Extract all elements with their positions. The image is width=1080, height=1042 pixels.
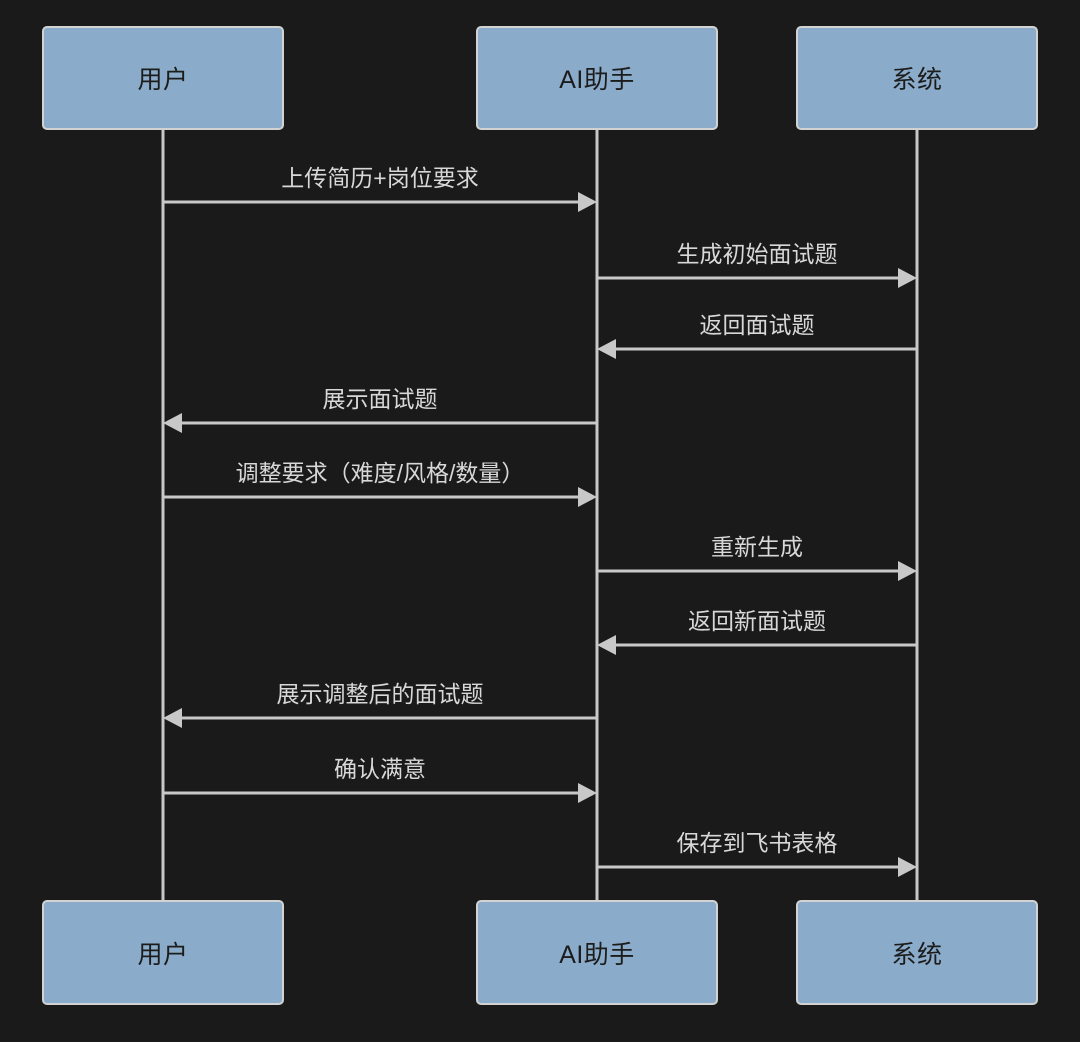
- message-label-9: 确认满意: [334, 756, 426, 782]
- arrowhead-right-icon: [898, 561, 917, 581]
- message-line-9: [163, 791, 581, 795]
- arrowhead-right-icon: [578, 487, 597, 507]
- message-line-10: [597, 865, 901, 869]
- message-line-8: [179, 716, 597, 720]
- participant-label-system: 系统: [891, 940, 943, 969]
- message-line-4: [179, 421, 597, 425]
- participant-label-assistant: AI助手: [559, 66, 635, 94]
- message-line-2: [597, 276, 901, 280]
- participant-label-user: 用户: [137, 940, 189, 969]
- message-line-7: [613, 643, 917, 647]
- arrowhead-right-icon: [578, 192, 597, 212]
- arrowhead-right-icon: [898, 268, 917, 288]
- arrowhead-right-icon: [578, 783, 597, 803]
- message-label-8: 展示调整后的面试题: [276, 681, 484, 707]
- message-label-4: 展示面试题: [322, 386, 438, 412]
- message-label-7: 返回新面试题: [688, 608, 826, 634]
- lifeline-assistant: [595, 130, 599, 900]
- participant-box-system-top[interactable]: 系统: [796, 26, 1038, 130]
- participant-box-system-bottom[interactable]: 系统: [796, 900, 1038, 1005]
- arrowhead-left-icon: [597, 635, 616, 655]
- participant-label-system: 系统: [891, 66, 943, 94]
- participant-label-user: 用户: [137, 66, 189, 94]
- lifeline-user: [161, 130, 165, 900]
- participant-box-user-top[interactable]: 用户: [42, 26, 284, 130]
- participant-box-assistant-bottom[interactable]: AI助手: [476, 900, 718, 1005]
- lifeline-system: [915, 130, 919, 900]
- message-line-1: [163, 200, 581, 204]
- participant-box-user-bottom[interactable]: 用户: [42, 900, 284, 1005]
- participant-label-assistant: AI助手: [559, 940, 635, 969]
- message-label-2: 生成初始面试题: [676, 241, 838, 267]
- message-label-10: 保存到飞书表格: [676, 830, 838, 856]
- message-label-1: 上传简历+岗位要求: [281, 165, 479, 191]
- participant-box-assistant-top[interactable]: AI助手: [476, 26, 718, 130]
- message-label-6: 重新生成: [711, 534, 803, 560]
- arrowhead-left-icon: [163, 413, 182, 433]
- message-line-6: [597, 569, 901, 573]
- arrowhead-right-icon: [898, 857, 917, 877]
- message-line-3: [613, 347, 917, 351]
- message-label-3: 返回面试题: [699, 312, 815, 338]
- arrowhead-left-icon: [163, 708, 182, 728]
- message-line-5: [163, 495, 581, 499]
- arrowhead-left-icon: [597, 339, 616, 359]
- message-label-5: 调整要求（难度/风格/数量）: [235, 460, 525, 486]
